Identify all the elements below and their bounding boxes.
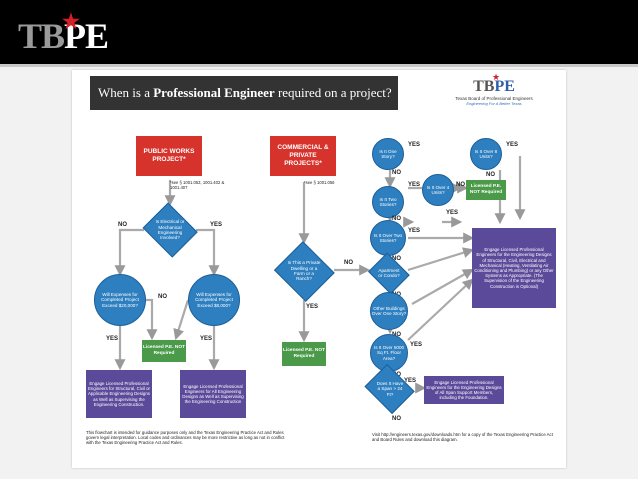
poster-title: When is a Professional Engineer required… <box>90 76 398 110</box>
expense-8000-question: Will Expenses for Completed Project Exce… <box>188 274 240 326</box>
label-no: NO <box>456 182 465 188</box>
label-yes: YES <box>210 222 223 228</box>
other-buildings-question: Other Buildings Over One Story? <box>370 292 408 330</box>
label-yes: YES <box>506 142 519 148</box>
label-no: NO <box>118 222 127 228</box>
span-question: Does It Have a Span > 24 Ft? <box>362 363 418 415</box>
public-engage-left: Engage Licensed Professional Engineers f… <box>86 370 152 418</box>
label-no: NO <box>392 216 401 222</box>
label-no: NO <box>486 172 495 178</box>
label-no: NO <box>392 256 401 262</box>
public-works-ref: *see § 1001.053, 1001.402 & 1001.407 <box>170 180 225 190</box>
label-no: NO <box>392 416 401 422</box>
one-story-question: Is It One Story? <box>372 138 404 170</box>
commercial-engage-right: Engage Licensed Professional Engineers f… <box>472 228 556 308</box>
electrical-question: Is Electrical or Mechanical Engineering … <box>140 202 200 258</box>
dwelling-question: Is This a Private Dwelling or a Farm or … <box>272 240 336 302</box>
flowchart-poster: When is a Professional Engineer required… <box>72 70 566 468</box>
over-5000-sqft-question: Is It Over 5000 Sq Ft. Floor Area? <box>370 334 408 372</box>
two-stories-question: Is It Two Stories? <box>372 186 404 218</box>
public-engage-right: Engage Licensed Professional Engineers f… <box>180 370 246 418</box>
label-yes: YES <box>446 210 459 216</box>
label-yes: YES <box>106 336 119 342</box>
label-yes: YES <box>410 342 423 348</box>
over-two-stories-question: Is It Over Two Stories? <box>370 220 406 256</box>
apartment-question: Apartment or Condo? <box>366 252 412 294</box>
label-yes: YES <box>306 304 319 310</box>
over-4-units-question: Is It Over 4 Units? <box>422 174 454 206</box>
label-yes: YES <box>408 228 421 234</box>
footer-disclaimer: This flowchart is intended for guidance … <box>86 430 285 446</box>
star-icon: ★ <box>62 11 80 33</box>
over-8-units-question: Is It Over 8 Units? <box>470 138 502 170</box>
commercial-engage-bottom: Engage Licensed Professional Engineers f… <box>424 376 504 404</box>
header-bar: TBPE ★ <box>0 0 638 64</box>
label-no: NO <box>158 294 167 300</box>
public-pe-not-required: Licensed P.E. NOT Required <box>142 340 186 362</box>
header-divider <box>0 64 638 67</box>
label-yes: YES <box>200 336 213 342</box>
tbpe-logo: TBPE ★ <box>18 11 109 56</box>
footer-download-note: Visit http://engineers.texas.gov/downloa… <box>372 432 553 443</box>
commercial-ref: *see § 1001.056 <box>304 180 335 185</box>
expense-20000-question: Will Expenses for Completed Project Exce… <box>94 274 146 326</box>
label-yes: YES <box>408 142 421 148</box>
units-pe-not-required: Licensed P.E. NOT Required <box>466 180 506 200</box>
poster-logo: ★ TBPE Texas Board of Professional Engin… <box>455 72 533 106</box>
label-no: NO <box>344 260 353 266</box>
star-icon: ★ <box>492 72 501 82</box>
label-yes: YES <box>408 182 421 188</box>
label-no: NO <box>392 170 401 176</box>
commercial-pe-not-required: Licensed P.E. NOT Required <box>282 342 326 366</box>
public-works-box: PUBLIC WORKS PROJECT* <box>136 136 202 176</box>
label-yes: YES <box>404 378 417 384</box>
commercial-box: COMMERCIAL & PRIVATE PROJECTS* <box>270 136 336 176</box>
